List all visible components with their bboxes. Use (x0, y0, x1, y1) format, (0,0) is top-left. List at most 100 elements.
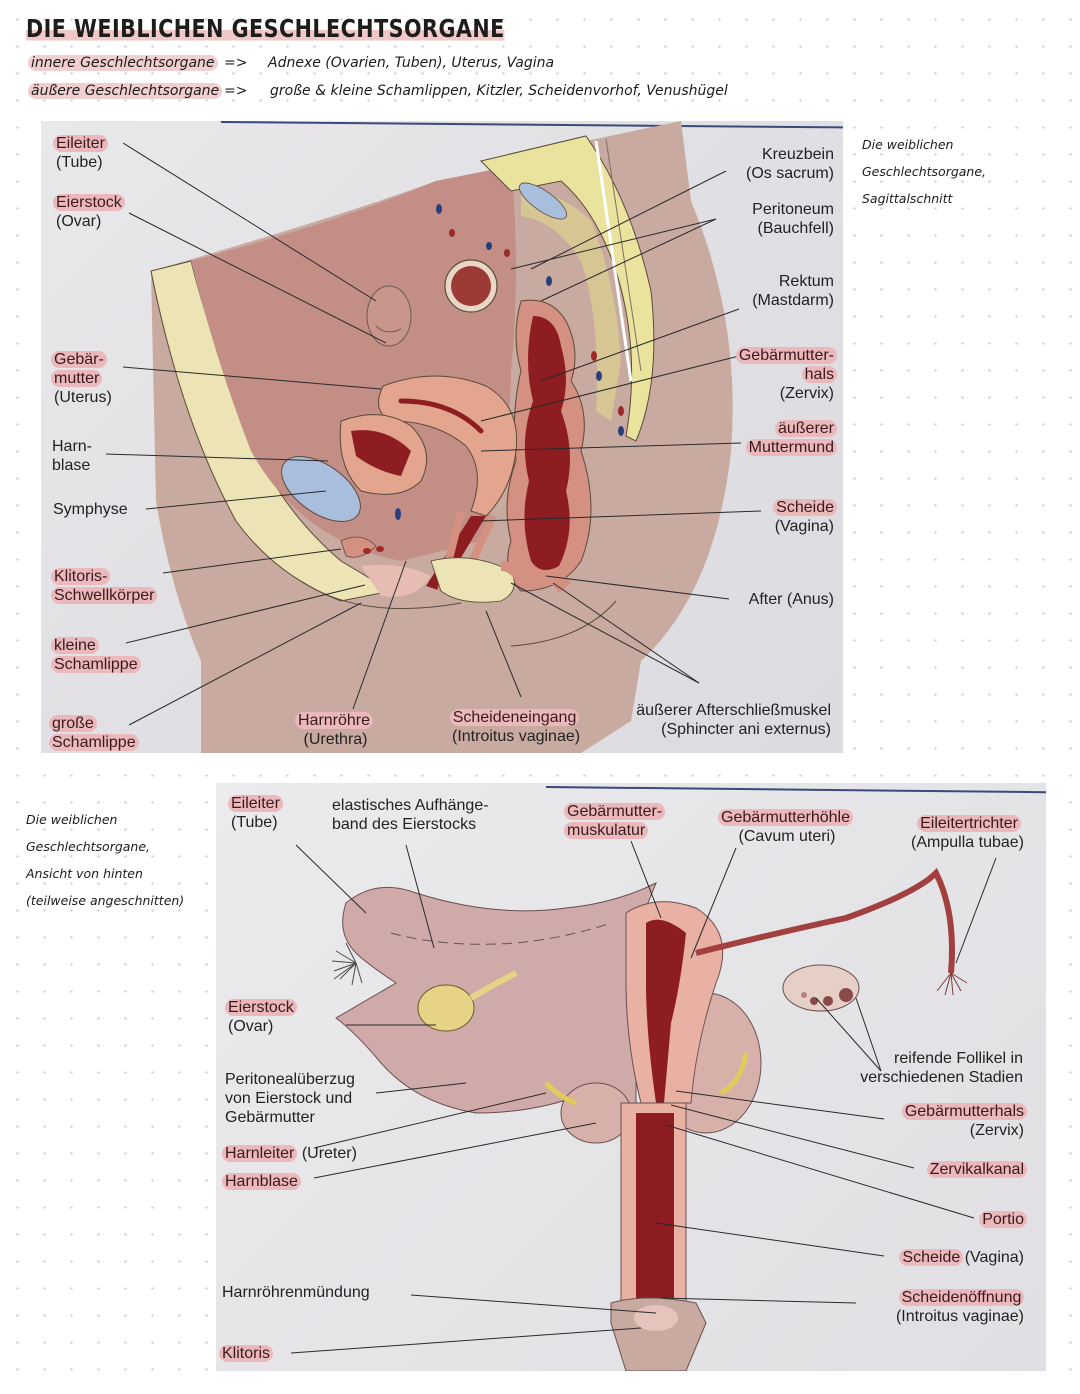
label-scheideneingang: Scheideneingang (Introitus vaginae) (449, 708, 580, 746)
label-sub: (Vagina) (964, 1249, 1024, 1266)
arrow: => (224, 83, 248, 99)
label-sub: (Introitus vaginae) (895, 1308, 1024, 1325)
fimbriae-right (936, 972, 968, 996)
label-klitoris-schwellkoerper: Klitoris- Schwellkörper (51, 567, 158, 605)
label-key: Eileiter (228, 795, 283, 812)
label-line: Gebärmutter (225, 1109, 315, 1126)
label-kleine-schamlippe: kleine Schamlippe (51, 636, 141, 674)
label-aufhaengeband: elastisches Aufhänge- band des Eierstock… (332, 796, 489, 834)
label-gebaermutter: Gebär- mutter (Uterus) (51, 350, 112, 407)
label-key: Gebärmutterhals (901, 1103, 1027, 1120)
caption-line: Geschlechtsorgane, (26, 839, 151, 854)
label-line: reifende Follikel in (894, 1050, 1023, 1067)
outer-organs-list: große & kleine Schamlippen, Kitzler, Sch… (270, 83, 728, 99)
label-line: (Sphincter ani externus) (661, 721, 831, 738)
label-key: Gebärmutter- (564, 803, 666, 820)
label-key: mutter (51, 370, 103, 387)
label-key: Eierstock (225, 999, 297, 1016)
leader-lines (105, 142, 762, 726)
label-key: Schamlippe (49, 734, 139, 751)
label-key: Eileiter (53, 135, 108, 152)
label-key: Gebär- (51, 351, 107, 368)
label-symphyse: Symphyse (53, 500, 128, 519)
label-eileiter: Eileiter (Tube) (228, 794, 283, 832)
label-key: Scheide (773, 499, 837, 516)
label-line: (Mastdarm) (752, 292, 834, 309)
label-key: hals (801, 366, 837, 383)
label-eileitertrichter: Eileitertrichter (Ampulla tubae) (911, 814, 1024, 852)
label-gebaermutterhoehle: Gebärmutterhöhle (Cavum uteri) (718, 808, 853, 846)
label-harnroehre: Harnröhre (Urethra) (295, 711, 374, 749)
caption-line: Geschlechtsorgane, (862, 164, 987, 179)
label-text: Harnröhrenmündung (222, 1284, 370, 1301)
label-sub: (Uterus) (54, 389, 112, 406)
label-sub: (Ureter) (301, 1145, 357, 1162)
rectum-lumen (524, 316, 570, 570)
figure2-caption: Die weiblichen Geschlechtsorgane, Ansich… (26, 806, 184, 914)
leader-lines (290, 840, 997, 1354)
caption-line: Die weiblichen (26, 812, 118, 827)
label-sub: (Ovar) (56, 213, 102, 230)
caption-line: Sagittalschnitt (862, 191, 953, 206)
fimbriae-left (331, 942, 363, 986)
label-key: Harnleiter (222, 1145, 298, 1162)
label-sub: (Zervix) (969, 1122, 1024, 1139)
label-gebaermutterhals: Gebärmutterhals (Zervix) (901, 1102, 1027, 1140)
label-sub: (Cavum uteri) (738, 828, 836, 845)
label-key: Schwellkörper (51, 587, 158, 604)
label-zervikalkanal: Zervikalkanal (926, 1160, 1027, 1179)
label-line: Kreuzbein (761, 146, 834, 163)
inner-organs-term: innere Geschlechtsorgane (28, 55, 218, 71)
label-eierstock: Eierstock (Ovar) (53, 193, 125, 231)
label-sub: (Vagina) (774, 518, 834, 535)
label-key: Klitoris- (51, 568, 111, 585)
label-key: kleine (51, 637, 99, 654)
label-key: große (49, 715, 97, 732)
label-sub: (Tube) (56, 154, 103, 171)
label-key: Scheideneingang (449, 709, 580, 726)
symphysis (281, 456, 361, 522)
label-text: Symphyse (53, 501, 128, 518)
caption-line: Ansicht von hinten (26, 866, 143, 881)
right-tube (695, 867, 955, 974)
label-key: Zervikalkanal (926, 1161, 1027, 1178)
broad-ligament (335, 881, 657, 1114)
posterior-view-plate: Eileiter (Tube) elastisches Aufhänge- ba… (216, 783, 1046, 1371)
sagittal-section-illustration (105, 121, 762, 753)
label-line: (Bauchfell) (757, 220, 834, 237)
label-key: Harnblase (222, 1173, 301, 1190)
caption-line: (teilweise angeschnitten) (26, 893, 185, 908)
label-key: Muttermund (745, 439, 837, 456)
label-key: Gebärmutterhöhle (718, 809, 853, 826)
label-text: After (Anus) (748, 591, 834, 608)
label-rektum: Rektum (Mastdarm) (752, 272, 834, 310)
label-grosse-schamlippe: große Schamlippe (49, 714, 139, 752)
label-sub: (Urethra) (303, 731, 368, 748)
ovary-left (417, 984, 475, 1032)
label-key: Scheidenöffnung (898, 1289, 1025, 1306)
label-eierstock: Eierstock (Ovar) (225, 998, 297, 1036)
sagittal-section-plate: Eileiter (Tube) Eierstock (Ovar) Gebär- … (41, 121, 843, 753)
label-kreuzbein: Kreuzbein (Os sacrum) (746, 145, 834, 183)
label-line: band des Eierstocks (332, 816, 477, 833)
label-harnleiter: Harnleiter (Ureter) (222, 1144, 357, 1163)
label-klitoris: Klitoris (219, 1344, 274, 1363)
label-aeusserer-muttermund: äußerer Muttermund (745, 419, 837, 457)
label-scheide: Scheide (Vagina) (773, 498, 837, 536)
label-line: blase (52, 457, 91, 474)
label-key: Gebärmutter- (735, 347, 837, 364)
label-peritonealueberzug: Peritonealüberzug von Eierstock und Gebä… (225, 1070, 355, 1127)
abdominal-cavity (191, 166, 516, 561)
label-key: muskulatur (564, 822, 649, 839)
labia (361, 564, 431, 597)
label-key: Scheide (899, 1249, 964, 1266)
label-peritoneum: Peritoneum (Bauchfell) (752, 200, 834, 238)
page-title: DIE WEIBLICHEN GESCHLECHTSORGANE (26, 14, 505, 43)
label-sub: (Zervix) (779, 385, 834, 402)
label-key: Portio (979, 1211, 1027, 1228)
label-key: Harnröhre (295, 712, 374, 729)
bladder-lumen (351, 430, 411, 476)
label-scheidenoeffnung: Scheidenöffnung (Introitus vaginae) (895, 1288, 1025, 1326)
ovary (366, 285, 412, 347)
label-eileiter: Eileiter (Tube) (53, 134, 108, 172)
